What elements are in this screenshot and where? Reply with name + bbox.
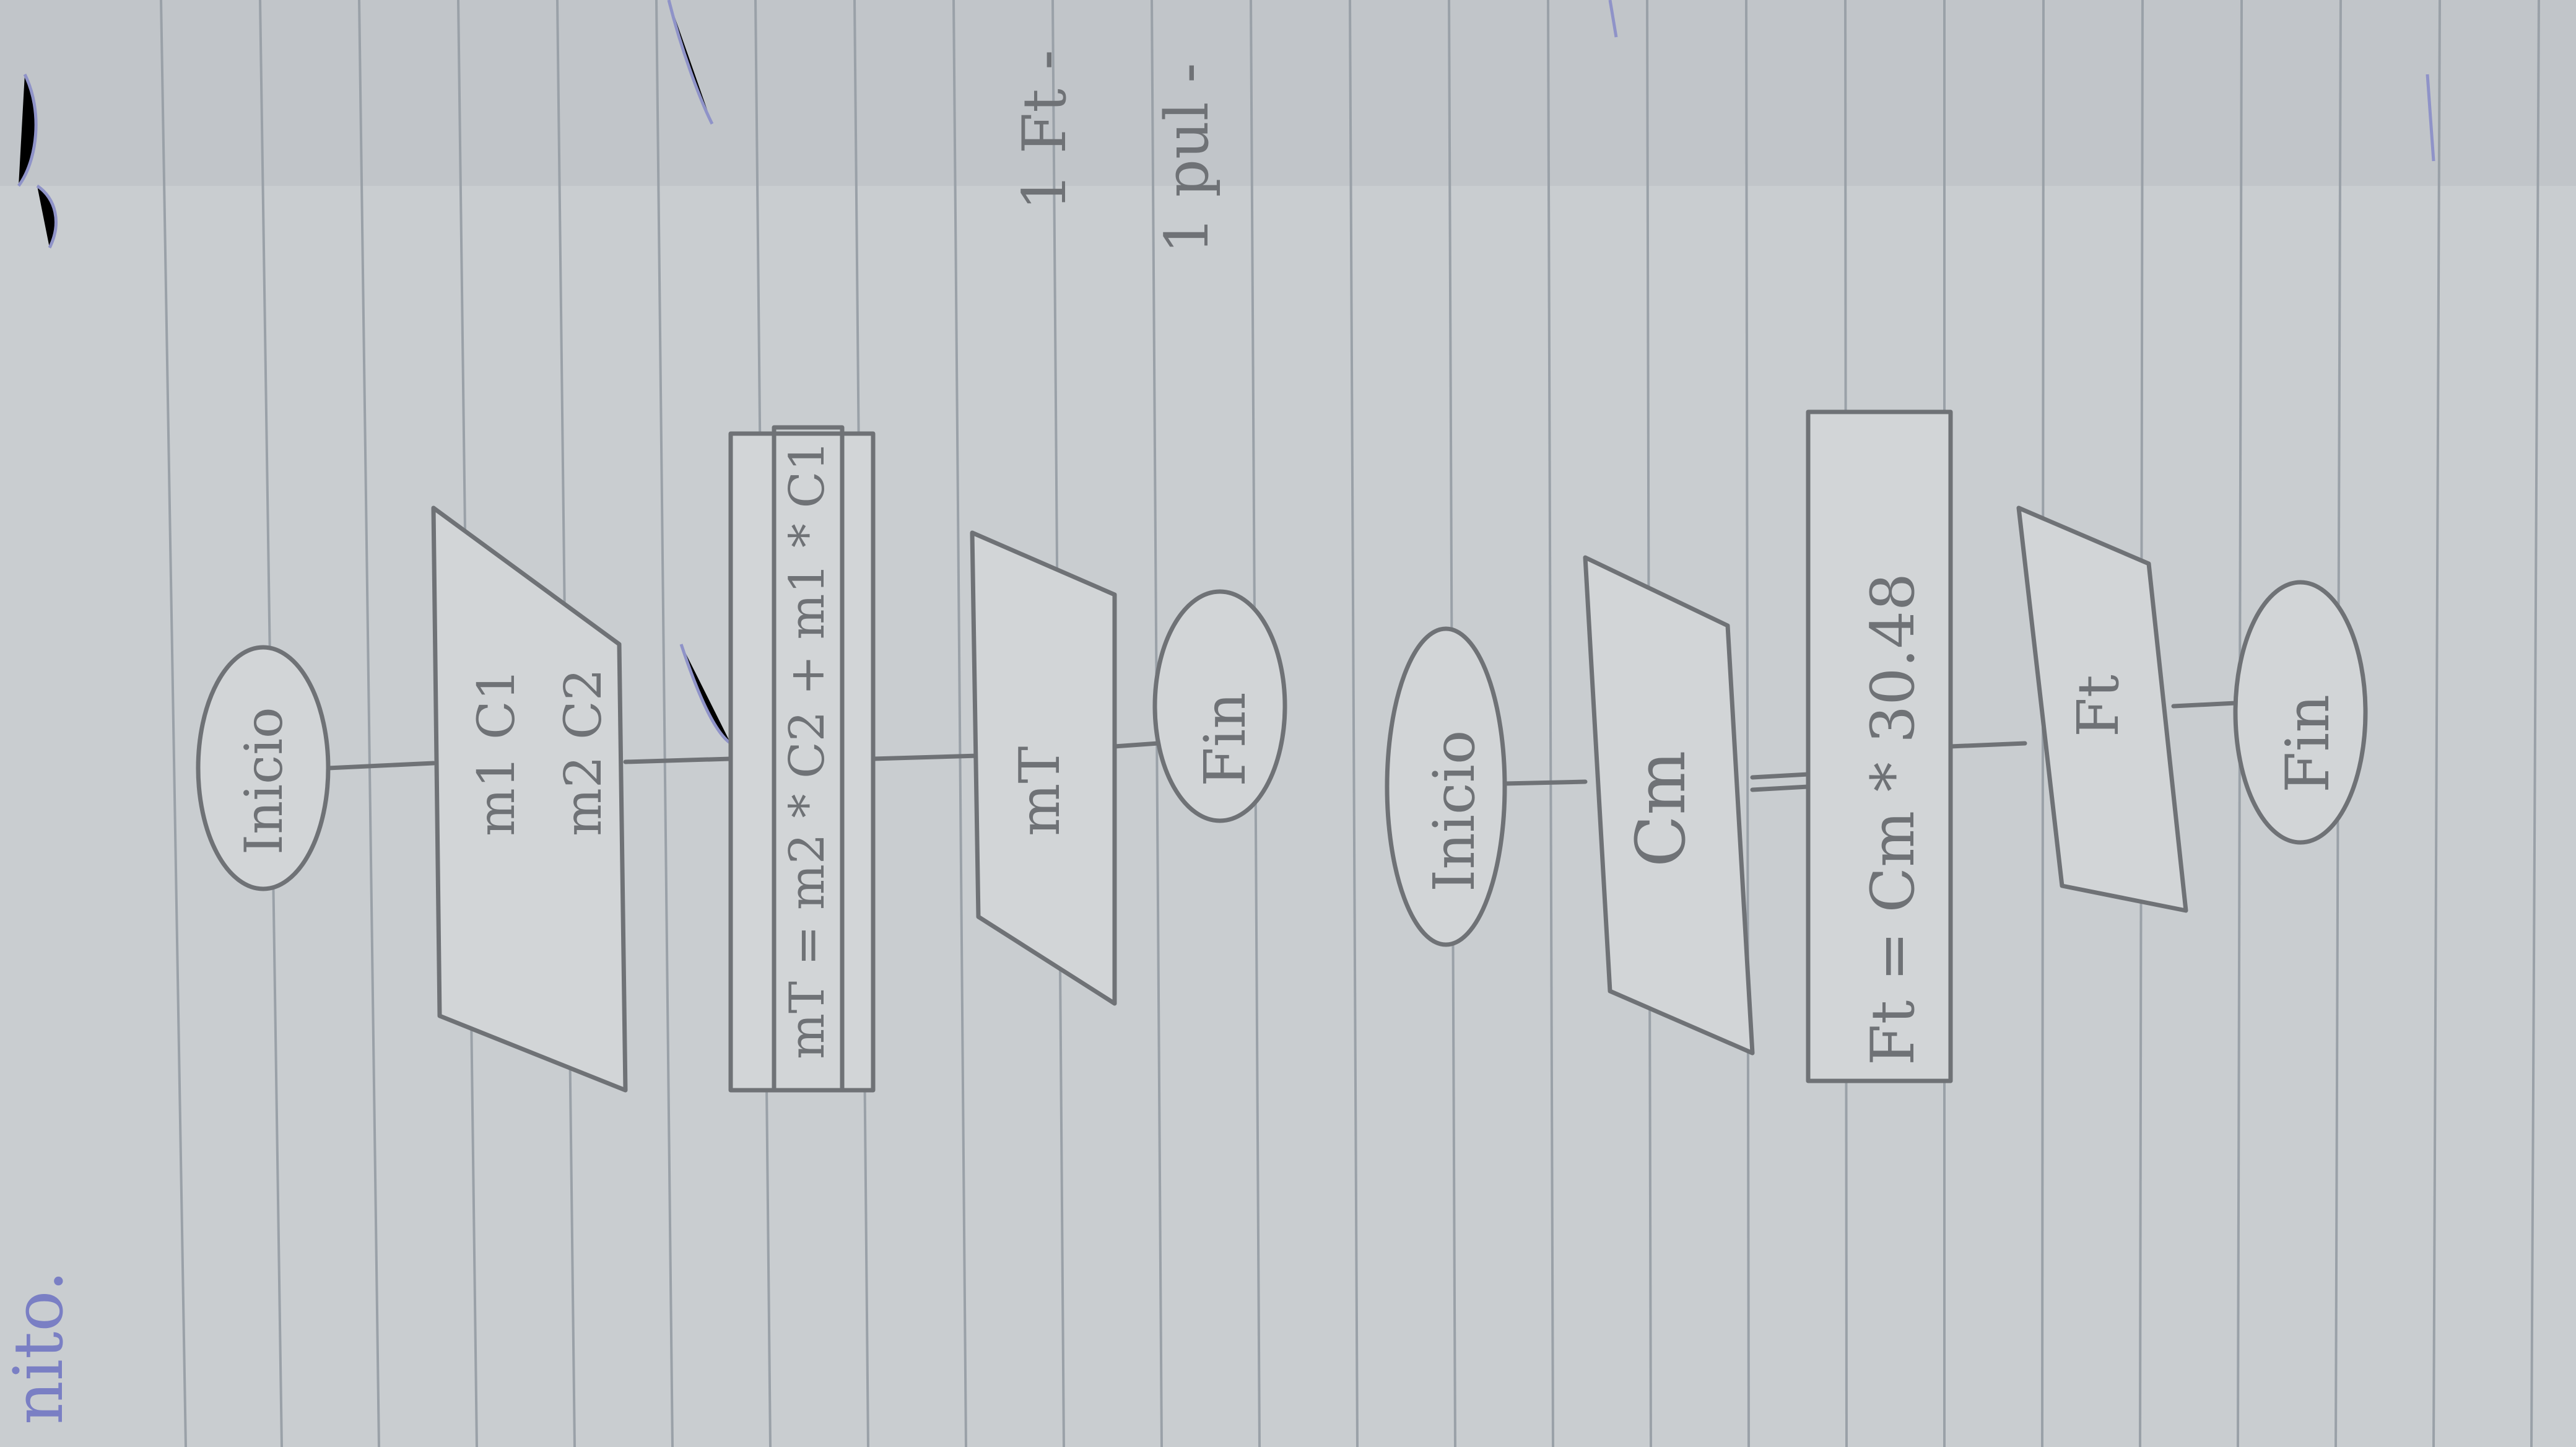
flowchart-2-end-label: Fin <box>2273 694 2343 793</box>
flowchart-2-input-shape <box>1583 555 1755 1056</box>
flowchart-1-input-line-2: m2 C2 <box>554 668 613 836</box>
flowchart-2-start-ellipse <box>1385 626 1507 947</box>
flowchart-1-end-ellipse <box>1152 589 1287 823</box>
flowchart-2: Inicio Cm Ft = Cm * 30.48 Ft Fin <box>1385 409 2368 1083</box>
flowchart-1-input-line-1: m1 C1 <box>468 668 526 836</box>
flowchart-1-process-label: mT = m2 * C2 + m1 * C1 <box>780 440 835 1059</box>
flowchart-1-connector-3 <box>871 753 981 761</box>
flowchart-1-connector-1 <box>326 761 436 771</box>
side-note-1: 1 Ft - <box>1010 50 1079 211</box>
flowchart-2-connector-2a <box>1750 772 1811 780</box>
flowchart-1-connector-4 <box>1112 741 1160 749</box>
flowchart-1-output-shape <box>970 530 1117 1006</box>
flowchart-1-process-inner-box <box>772 425 845 1093</box>
flowchart-2-start-label: Inicio <box>1421 730 1487 892</box>
flowchart-2-connector-2b <box>1750 784 1811 792</box>
flowchart-1-start-label: Inicio <box>233 707 294 855</box>
flowchart-2-process-box <box>1806 409 1953 1083</box>
flowchart-2-connector-1 <box>1502 779 1588 786</box>
flowchart-1-end-label: Fin <box>1192 692 1258 787</box>
flowchart-2-output-shape <box>2016 505 2188 913</box>
blue-ink-fragments <box>17 0 2435 745</box>
paper-shadow <box>0 0 2576 186</box>
flowchart-2-process-label: Ft = Cm * 30.48 <box>1858 573 1928 1065</box>
flowchart-2-connector-3 <box>1948 741 2027 749</box>
flowchart-2-connector-4 <box>2171 701 2238 709</box>
flowchart-1-output-label: mT <box>1007 746 1073 836</box>
flowchart-1: Inicio m1 C1 m2 C2 mT = m2 * C2 + m1 * C… <box>196 425 1287 1093</box>
flowchart-2-input-label: Cm <box>1621 751 1700 867</box>
flowchart-2-end-ellipse <box>2233 580 2368 845</box>
flowchart-1-input-shape <box>431 505 628 1093</box>
flowchart-1-process-box <box>728 431 876 1093</box>
flowchart-1-connector-2 <box>623 756 733 764</box>
side-note-2: 1 pul - <box>1152 63 1222 254</box>
flowchart-2-output-label: Ft <box>2065 675 2131 737</box>
page-header-fragment: nito. <box>0 1270 78 1425</box>
